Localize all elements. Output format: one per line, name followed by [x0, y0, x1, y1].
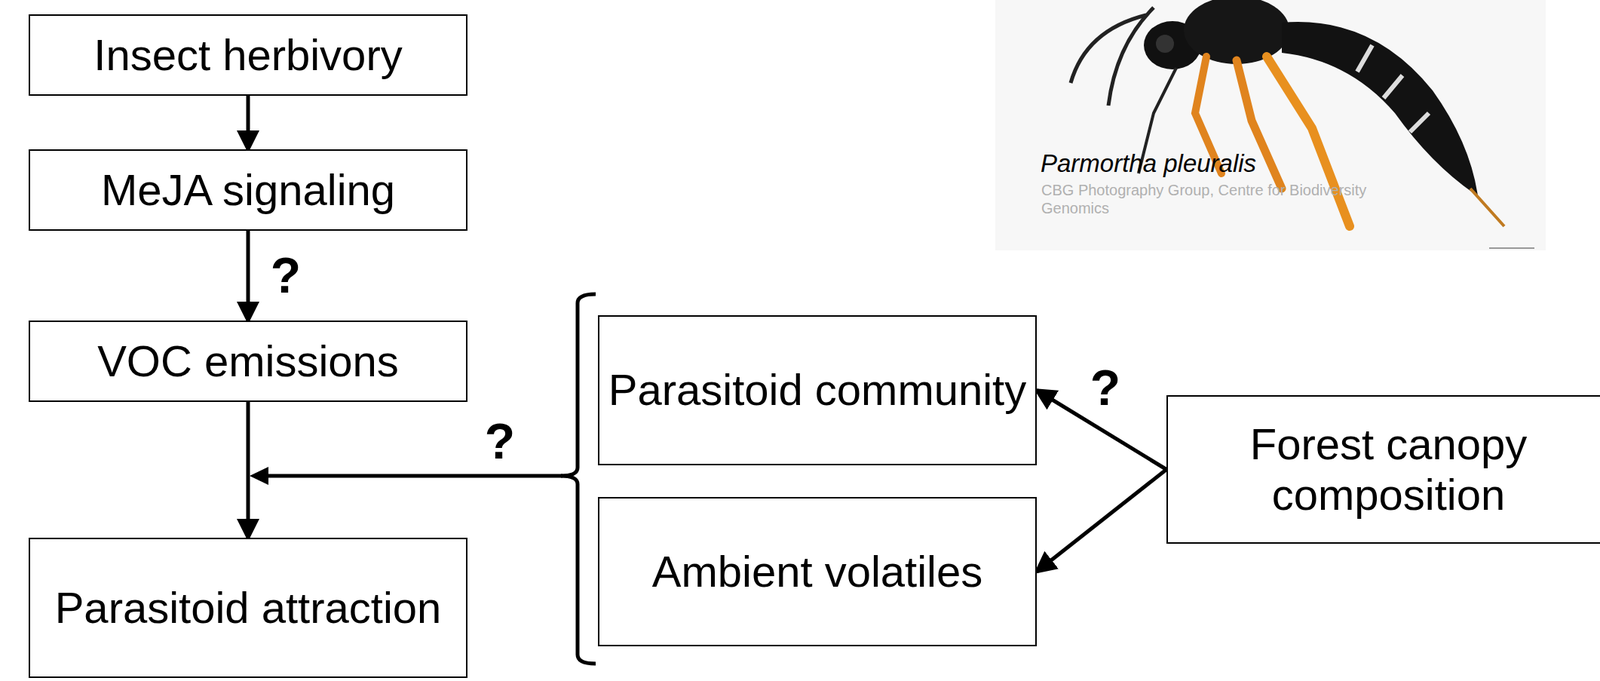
- box-text: Ambient volatiles: [652, 546, 983, 598]
- photo-credit: CBG Photography Group, Centre for Biodiv…: [1041, 180, 1396, 218]
- bracket-arrow: [249, 466, 563, 485]
- arrow-connector: [246, 95, 251, 150]
- question-mark: ?: [484, 412, 515, 470]
- box-text: Parasitoid community: [608, 364, 1027, 416]
- box-text: MeJA signaling: [101, 165, 396, 216]
- box-text: VOC emissions: [97, 336, 399, 387]
- arrow-connector: [246, 230, 251, 321]
- process-box: Parasitoid attraction: [28, 537, 468, 678]
- arrow-connector: [1036, 469, 1167, 573]
- wasp-photo: [995, 0, 1546, 251]
- box-text: Forest canopy composition: [1167, 419, 1600, 520]
- process-box: MeJA signaling: [28, 149, 468, 231]
- box-text: Insect herbivory: [93, 30, 402, 81]
- process-box: Parasitoid community: [597, 315, 1037, 466]
- arrow-connector: [246, 401, 251, 538]
- box-text: Parasitoid attraction: [55, 582, 442, 634]
- bracket: [560, 294, 596, 664]
- process-box: Forest canopy composition: [1166, 395, 1600, 544]
- process-box: Ambient volatiles: [597, 496, 1037, 647]
- question-mark: ?: [270, 246, 301, 304]
- photo-caption: Parmortha pleuralis: [1040, 149, 1257, 178]
- process-box: VOC emissions: [28, 320, 468, 402]
- question-mark: ?: [1090, 358, 1121, 417]
- process-box: Insect herbivory: [28, 14, 468, 96]
